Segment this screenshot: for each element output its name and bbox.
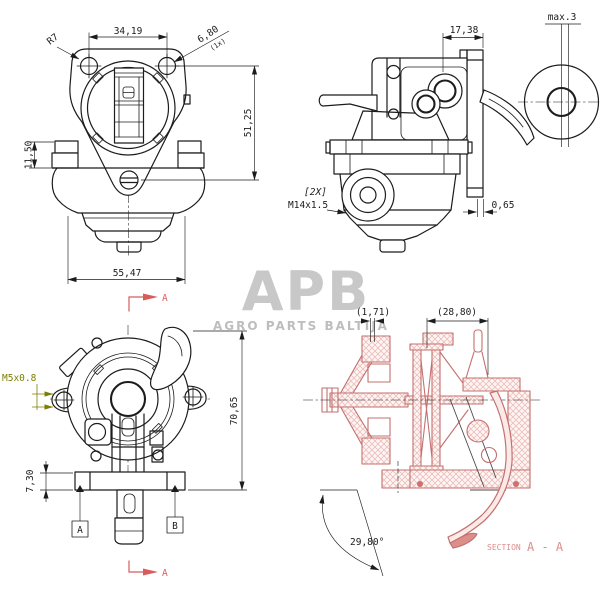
dim-height: 51,25 bbox=[243, 109, 254, 138]
side-view: 17,38 max.3 0,65 [2X] M14x1.5 bbox=[288, 12, 600, 253]
threaded-boss bbox=[341, 168, 395, 222]
pump-body-lobes bbox=[51, 167, 206, 214]
dim-body-width: 55,47 bbox=[113, 268, 142, 279]
lever-top-view bbox=[149, 326, 192, 391]
section-view: (1,71) (28,80) 29,80° SECTION A - A bbox=[303, 307, 564, 577]
apb-logo-subtitle: AGRO PARTS BALTIJA bbox=[213, 319, 389, 333]
dim-ref-2: (28,80) bbox=[437, 307, 477, 318]
actuating-lever bbox=[479, 89, 535, 146]
thread-spec-m5: M5x0.8 bbox=[2, 373, 37, 384]
front-view-dimensions: 34,19 R7 6,80 (1x) 51,25 11,50 55,47 bbox=[24, 24, 259, 284]
base-flange bbox=[74, 471, 186, 491]
watermark: APB AGRO PARTS BALTIJA bbox=[213, 260, 389, 333]
thread-qty-label: [2X] bbox=[304, 187, 327, 198]
top-view-dimensions: M5x0.8 70,65 7,30 bbox=[2, 330, 247, 502]
section-arrow-label-bottom: A bbox=[162, 568, 168, 579]
dim-ref-1: (1,71) bbox=[356, 307, 390, 318]
dim-plate-gap: 0,65 bbox=[492, 200, 515, 211]
mounting-plate bbox=[466, 49, 484, 198]
front-view: 34,19 R7 6,80 (1x) 51,25 11,50 55,47 bbox=[24, 24, 259, 284]
inlet-port bbox=[416, 94, 436, 114]
top-view: A B A A M5x0.8 70,65 7, bbox=[2, 293, 247, 579]
lower-bowl bbox=[356, 224, 438, 241]
section-title-word: SECTION bbox=[487, 543, 521, 552]
apb-logo-text: APB bbox=[242, 260, 371, 323]
dim-flange-thickness: 7,30 bbox=[25, 469, 36, 492]
bottom-screw bbox=[119, 170, 139, 190]
diaphragm-stack bbox=[412, 349, 422, 467]
link-pin-upper bbox=[466, 419, 490, 443]
fuel-bowl bbox=[94, 230, 162, 243]
datum-callouts: A B bbox=[71, 485, 184, 538]
rocker-bracket bbox=[462, 377, 521, 392]
dim-depth: 17,38 bbox=[450, 25, 479, 36]
pushrod-pin bbox=[473, 329, 483, 353]
link-pin-lower bbox=[480, 446, 498, 464]
outlet-port bbox=[433, 79, 457, 103]
dim-hole-spacing: 34,19 bbox=[114, 26, 143, 37]
thread-spec-label: M14x1.5 bbox=[288, 200, 328, 211]
dim-max-stroke: max.3 bbox=[548, 12, 577, 23]
lever-section bbox=[447, 390, 513, 544]
side-view-dimensions: 17,38 max.3 0,65 [2X] M14x1.5 bbox=[288, 12, 581, 217]
dim-lever-angle: 29,80° bbox=[350, 537, 384, 548]
priming-lever bbox=[318, 94, 378, 112]
dim-ear-height: 11,50 bbox=[24, 140, 35, 169]
dim-hole-qty: (1x) bbox=[209, 37, 227, 53]
section-view-dimensions: (1,71) (28,80) 29,80° SECTION A - A bbox=[319, 307, 564, 577]
dim-corner-radius: R7 bbox=[45, 32, 61, 48]
datum-b-label: B bbox=[172, 521, 178, 532]
dim-overall-height: 70,65 bbox=[229, 397, 240, 426]
section-arrows: A A bbox=[128, 293, 168, 579]
section-arrow-label-top: A bbox=[162, 293, 168, 304]
section-title-id: A - A bbox=[527, 540, 564, 554]
datum-a-label: A bbox=[77, 525, 83, 536]
